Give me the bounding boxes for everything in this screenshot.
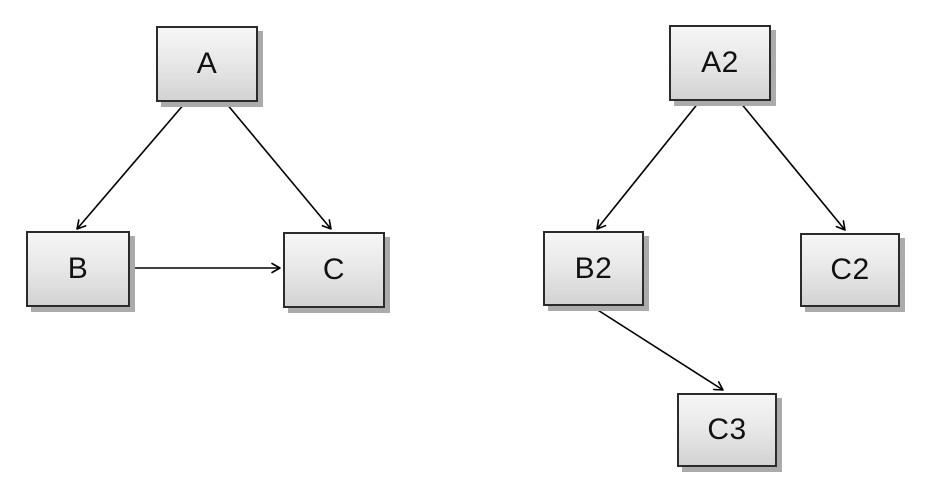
node-c3: C3 [677,393,777,467]
node-label-b: B [67,252,89,285]
edge-a-to-c [225,102,332,230]
edge-b2-to-c3 [592,306,724,391]
edge-a-to-b [76,102,186,230]
node-label-a: A [196,47,218,80]
node-label-c: C [322,253,346,286]
edge-a2-to-b2 [596,101,700,230]
node-c2: C2 [800,233,900,307]
edge-a2-to-c2 [739,101,846,231]
node-b: B [26,231,130,307]
node-label-a2: A2 [701,46,739,79]
node-a2: A2 [669,25,771,101]
node-label-c3: C3 [707,413,747,446]
node-b2: B2 [543,231,644,306]
node-a: A [156,26,258,102]
node-label-b2: B2 [574,251,613,285]
node-label-c2: C2 [830,253,870,286]
node-c: C [283,232,385,308]
